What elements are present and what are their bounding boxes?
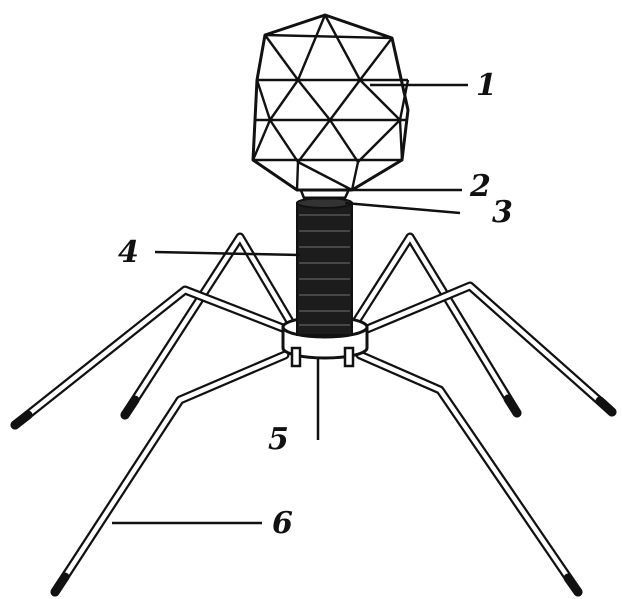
- tail-fiber-far-left: [15, 290, 293, 425]
- label-2: 2: [469, 169, 491, 204]
- tail-sheath: [297, 198, 352, 335]
- tail-fiber-far-right: [360, 286, 612, 412]
- label-3: 3: [492, 195, 513, 230]
- tail-fiber-front-right: [360, 355, 578, 592]
- tail-pin-left: [292, 348, 300, 366]
- label-6: 6: [272, 506, 293, 541]
- tail-pin-right: [345, 348, 353, 366]
- capsid-head: [253, 15, 408, 190]
- label-1: 1: [476, 68, 497, 103]
- label-4: 4: [118, 235, 139, 270]
- leader-line-4: [155, 252, 300, 255]
- fiber-tips: [15, 399, 612, 592]
- label-5: 5: [268, 422, 289, 457]
- tail-fiber-front-left: [55, 355, 285, 592]
- leader-line-3: [345, 203, 460, 213]
